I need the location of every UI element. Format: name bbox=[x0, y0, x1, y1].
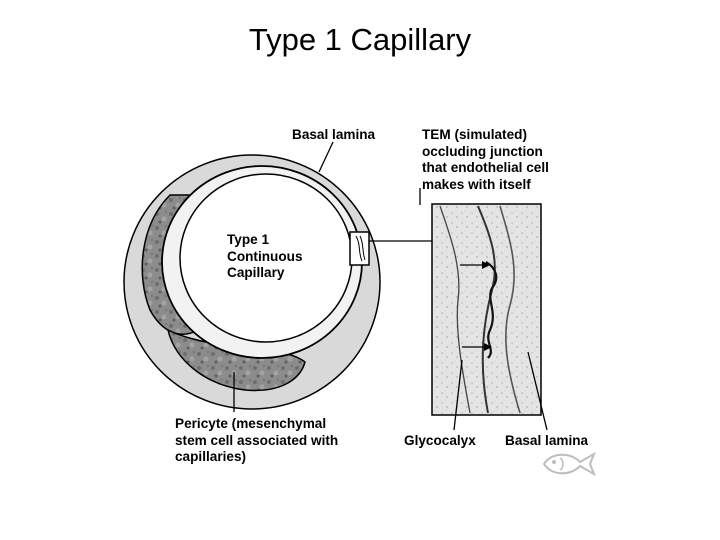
arrow-lower-head bbox=[484, 343, 492, 351]
pericyte-line-3: capillaries) bbox=[175, 449, 247, 464]
continuous-line-3: Capillary bbox=[227, 265, 285, 280]
label-pericyte: Pericyte (mesenchymal stem cell associat… bbox=[175, 416, 338, 466]
label-basal-lamina-bottom: Basal lamina bbox=[505, 433, 589, 448]
arrow-upper-head bbox=[482, 261, 490, 269]
junction-detail bbox=[355, 235, 366, 262]
leader-basal-lamina-bottom bbox=[527, 351, 548, 431]
continuous-line-2: Continuous bbox=[227, 248, 303, 264]
label-glycocalyx: Glycocalyx bbox=[404, 433, 476, 448]
tem-line-1: TEM (simulated) bbox=[422, 127, 527, 142]
tem-panel bbox=[431, 203, 542, 416]
page-title: Type 1 Capillary bbox=[248, 22, 472, 57]
leader-glycocalyx bbox=[453, 359, 463, 431]
fish-logo-icon bbox=[542, 451, 596, 477]
pericyte-line-1: Pericyte (mesenchymal bbox=[175, 416, 327, 431]
label-basal-lamina-top: Basal lamina bbox=[292, 127, 376, 142]
tem-membrane-left bbox=[439, 205, 471, 414]
tem-line-2: occluding junction bbox=[422, 143, 543, 159]
tem-line-4: makes with itself bbox=[422, 176, 531, 192]
label-continuous-capillary: Type 1 Continuous Capillary bbox=[227, 232, 303, 282]
pericyte-line-2: stem cell associated with bbox=[175, 432, 339, 448]
label-tem: TEM (simulated) occluding junction that … bbox=[422, 127, 549, 193]
leader-basal-lamina-top bbox=[318, 141, 334, 173]
tem-membrane-right bbox=[499, 205, 521, 414]
tem-junction-zigzag bbox=[485, 261, 498, 359]
continuous-line-1: Type 1 bbox=[227, 232, 270, 247]
tem-line-3: that endothelial cell bbox=[422, 160, 549, 175]
